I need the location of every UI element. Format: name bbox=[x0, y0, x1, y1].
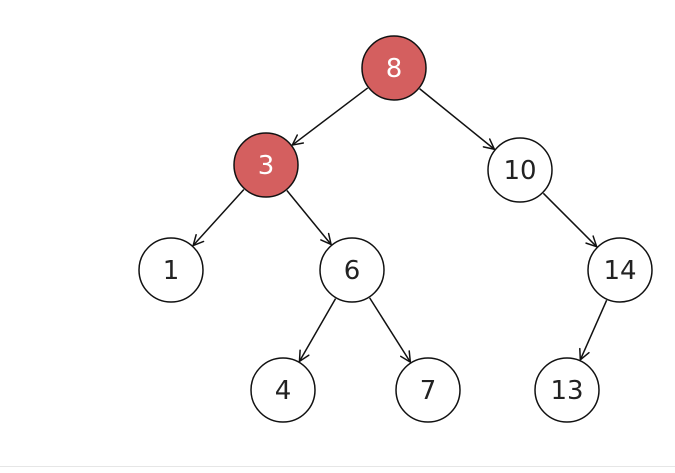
edge-n8-to-n3 bbox=[291, 87, 369, 146]
node-circle bbox=[487, 137, 553, 203]
tree-node-8: 8 bbox=[361, 35, 427, 101]
tree-node-7: 7 bbox=[395, 357, 461, 423]
tree-node-3: 3 bbox=[233, 132, 299, 198]
tree-node-1: 1 bbox=[138, 237, 204, 303]
tree-node-4: 4 bbox=[250, 357, 316, 423]
nodes-layer: 8 3 10 1 6 14 4 7 13 bbox=[138, 35, 653, 423]
edge-n6-to-n7 bbox=[369, 297, 412, 363]
edges-layer bbox=[192, 87, 608, 363]
node-circle bbox=[319, 237, 385, 303]
tree-node-13: 13 bbox=[534, 357, 600, 423]
node-label: 14 bbox=[603, 256, 636, 286]
node-label: 10 bbox=[503, 156, 536, 186]
node-circle bbox=[587, 237, 653, 303]
edge-n6-to-n4 bbox=[298, 298, 337, 363]
tree-node-6: 6 bbox=[319, 237, 385, 303]
node-circle bbox=[361, 35, 427, 101]
edge-n3-to-n6 bbox=[286, 190, 332, 246]
node-label: 3 bbox=[258, 151, 275, 181]
edge-n14-to-n13 bbox=[579, 299, 608, 361]
node-label: 1 bbox=[163, 256, 180, 286]
node-circle bbox=[250, 357, 316, 423]
tree-node-14: 14 bbox=[587, 237, 653, 303]
node-label: 13 bbox=[550, 376, 583, 406]
node-label: 8 bbox=[386, 54, 403, 84]
node-label: 7 bbox=[420, 376, 437, 406]
node-circle bbox=[534, 357, 600, 423]
node-label: 6 bbox=[344, 256, 361, 286]
node-label: 4 bbox=[275, 376, 292, 406]
edge-n3-to-n1 bbox=[192, 188, 245, 247]
node-circle bbox=[138, 237, 204, 303]
tree-node-10: 10 bbox=[487, 137, 553, 203]
bottom-divider bbox=[0, 466, 675, 467]
edge-n10-to-n14 bbox=[542, 192, 598, 248]
node-circle bbox=[395, 357, 461, 423]
node-circle bbox=[233, 132, 299, 198]
edge-n8-to-n10 bbox=[419, 88, 496, 150]
